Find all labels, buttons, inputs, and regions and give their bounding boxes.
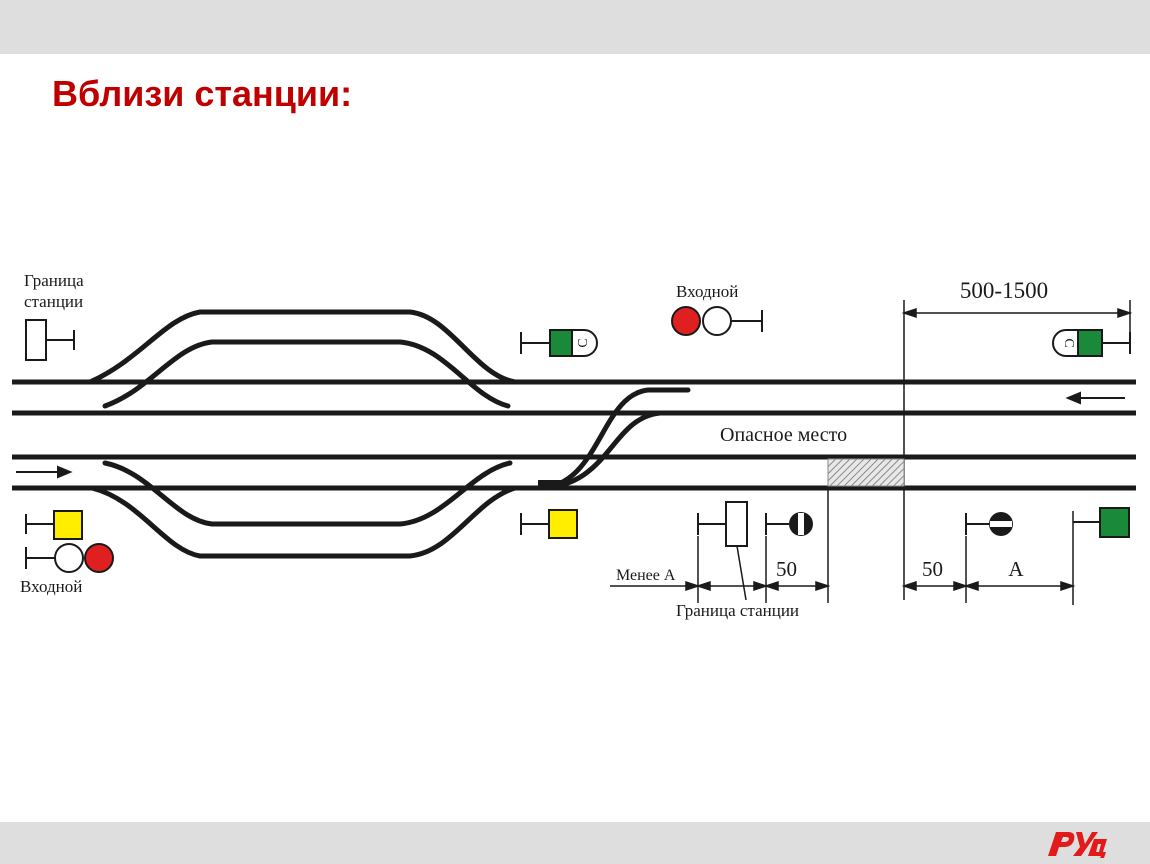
- approach-signal-letter: С: [1061, 338, 1076, 347]
- entry-signal-left: [25, 543, 114, 573]
- exit-signal-green: [520, 329, 598, 357]
- dangerous-place-zone: [827, 458, 905, 487]
- yellow-signal-left: [25, 510, 83, 540]
- siding-upper-inner: [102, 339, 511, 409]
- dimension-500-1500: [901, 300, 1133, 600]
- station-boundary-sign-right: [697, 501, 748, 601]
- label-less-than-a: Менее А: [616, 567, 676, 584]
- station-boundary-sign-left: [25, 319, 75, 361]
- label-station-boundary-line1: Граница: [24, 271, 84, 290]
- entry-signal-top: [671, 306, 763, 336]
- warning-sign-right: [965, 512, 1013, 536]
- siding-lower-outer: [89, 485, 518, 559]
- exit-signal-letter: С: [576, 338, 591, 347]
- dimension-lines-bottom: [610, 488, 1076, 603]
- warning-sign-left: [765, 512, 813, 536]
- crossover-lower: [535, 410, 663, 491]
- label-entry-signal-top: Входной: [676, 282, 738, 301]
- label-50-right: 50: [922, 557, 943, 581]
- siding-lower-inner: [102, 460, 513, 527]
- main-tracks: [12, 379, 1136, 491]
- label-station-boundary-line2: станции: [24, 292, 83, 311]
- label-a: А: [1008, 557, 1024, 581]
- label-distance-range: 500-1500: [960, 278, 1048, 303]
- header-band: [0, 0, 1150, 54]
- footer-band: [0, 822, 1150, 864]
- yellow-signal-center: [520, 509, 578, 539]
- slide-title: Вблизи станции:: [52, 73, 353, 114]
- label-station-boundary-bottom: Граница станции: [676, 601, 799, 620]
- siding-upper-outer: [87, 309, 518, 385]
- label-entry-signal-left: Входной: [20, 577, 82, 596]
- approach-signal-green: [1052, 329, 1131, 357]
- label-50-left: 50: [776, 557, 797, 581]
- station-sidings: [87, 309, 691, 559]
- rzd-logo: [1048, 832, 1107, 858]
- green-signal-right: [1072, 507, 1130, 605]
- buffer-stop: [538, 480, 568, 488]
- label-dangerous-place: Опасное место: [720, 424, 847, 446]
- crossover-upper: [535, 387, 691, 491]
- direction-arrows: [16, 391, 1125, 479]
